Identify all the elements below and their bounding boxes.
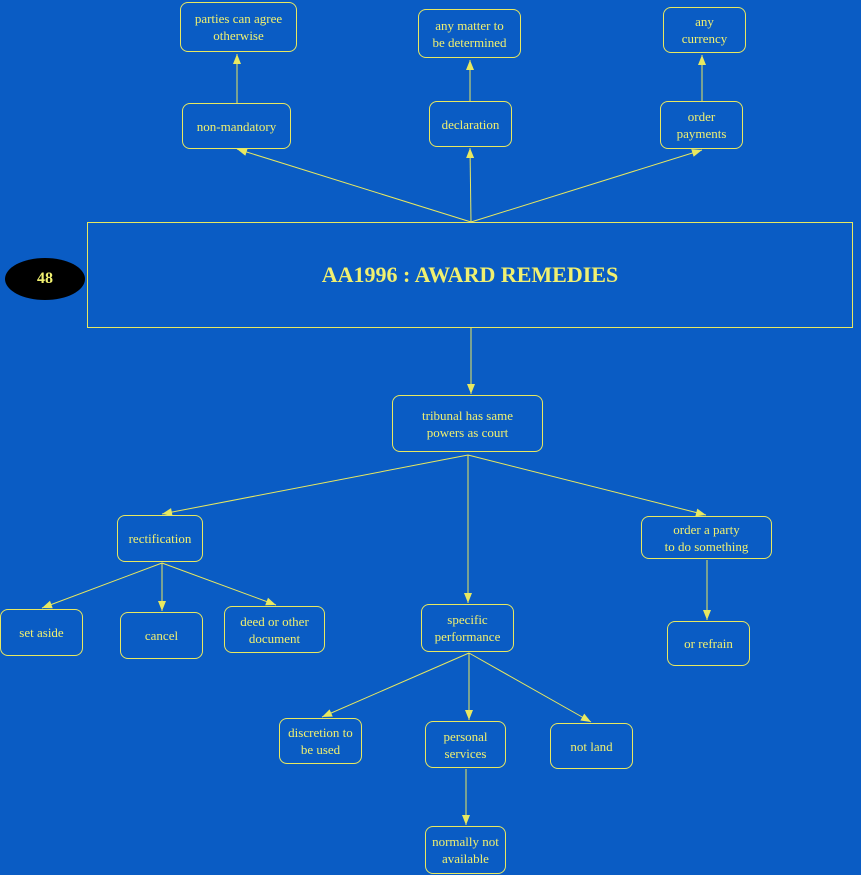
edge-title-tribunal [467,328,475,394]
edge-specific-personal [465,653,473,720]
node-non-mandatory: non-mandatory [182,103,291,149]
node-tribunal-powers: tribunal has same powers as court [392,395,543,452]
title-box: AA1996 : AWARD REMEDIES [87,222,853,328]
edge-rect-cancel [158,563,166,611]
edge-nonmandatory-parties [233,54,241,103]
node-not-land: not land [550,723,633,769]
node-discretion: discretion to be used [279,718,362,764]
edge-rect-setaside [41,562,163,609]
node-personal-services: personal services [425,721,506,768]
edge-title-declaration [466,147,475,223]
node-specific-performance: specific performance [421,604,514,652]
node-or-refrain: or refrain [667,621,750,666]
node-order-payments: order payments [660,101,743,149]
node-order-party: order a party to do something [641,516,772,559]
node-any-matter: any matter to be determined [418,9,521,58]
node-normally-not-available: normally not available [425,826,506,874]
node-cancel: cancel [120,612,203,659]
node-any-currency: any currency [663,7,746,53]
node-deed: deed or other document [224,606,325,653]
edge-tribunal-rectification [161,454,469,517]
edge-rect-deed [161,562,277,606]
edge-tribunal-orderparty [467,454,707,517]
node-declaration: declaration [429,101,512,147]
edge-declaration-anymatter [466,60,474,101]
edge-specific-discretion [321,652,470,718]
edge-title-nonmandatory [236,148,472,223]
edge-title-orderpayments [470,149,703,223]
slide-number: 48 [37,270,53,287]
edge-specific-notland [468,652,592,723]
node-parties-can-agree: parties can agree otherwise [180,2,297,52]
node-rectification: rectification [117,515,203,562]
edge-orderpayments-currency [698,55,706,101]
edge-tribunal-specific [464,455,472,603]
edge-orderparty-refrain [703,560,711,620]
node-set-aside: set aside [0,609,83,656]
diagram-title: AA1996 : AWARD REMEDIES [321,262,619,287]
slide-number-badge: 48 [5,258,85,300]
edge-personal-normally [462,769,470,825]
